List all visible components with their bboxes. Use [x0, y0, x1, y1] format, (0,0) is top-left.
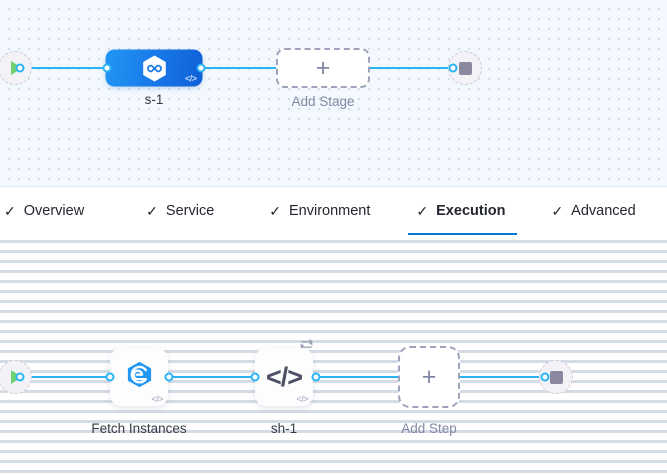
port-start-out[interactable] — [15, 63, 25, 73]
code-badge-icon: </> — [184, 73, 197, 84]
add-step-button[interactable]: + — [398, 346, 460, 408]
tab-service[interactable]: ✓ Service — [146, 187, 214, 236]
repeat-loop-icon — [298, 336, 315, 355]
edge-fetch-to-sh1 — [168, 376, 254, 378]
check-icon: ✓ — [146, 203, 158, 219]
tab-label: Service — [165, 203, 215, 219]
check-icon: ✓ — [416, 203, 429, 219]
edge-sh1-to-add-step — [315, 376, 399, 378]
tab-execution[interactable]: ✓ Execution — [408, 187, 518, 236]
plus-icon: + — [421, 362, 437, 391]
stop-icon — [549, 370, 563, 384]
step-node-box[interactable]: </> </> — [255, 348, 313, 406]
harness-hexagon-icon — [141, 54, 167, 82]
check-icon: ✓ — [269, 203, 281, 219]
execution-steps-canvas[interactable]: </> Fetch Instances </> </> sh-1 — [0, 235, 667, 475]
stage-pipeline-canvas[interactable]: </> s-1 + Add Stage — [0, 0, 667, 186]
code-badge-icon: </> — [296, 394, 308, 404]
tab-environment[interactable]: ✓ Environment — [269, 187, 370, 236]
port-stage-out[interactable] — [196, 63, 206, 73]
stage-node-label: s-1 — [144, 92, 164, 107]
edge-start-to-fetch — [18, 376, 111, 378]
stage-node-box[interactable]: </> — [105, 49, 203, 87]
port-stage-in[interactable] — [102, 63, 112, 73]
check-icon: ✓ — [4, 203, 16, 219]
stage-config-tabs[interactable]: ✓ Overview ✓ Service ✓ Environment ✓ Exe… — [0, 186, 667, 236]
step-node-box[interactable]: </> — [110, 348, 168, 406]
port-end-in[interactable] — [448, 63, 458, 73]
plus-icon: + — [315, 53, 331, 82]
port-steps-start-out[interactable] — [15, 372, 25, 382]
check-icon: ✓ — [551, 203, 564, 219]
port-sh1-out[interactable] — [311, 372, 321, 382]
stop-icon — [458, 61, 472, 75]
step-node-label: Fetch Instances — [91, 421, 187, 436]
tab-overview[interactable]: ✓ Overview — [4, 187, 84, 236]
edge-stage-to-add-stage — [200, 67, 278, 69]
edge-start-to-stage — [18, 67, 108, 69]
port-sh1-in[interactable] — [250, 372, 260, 382]
add-stage-label: Add Stage — [291, 94, 355, 109]
port-fetch-in[interactable] — [105, 372, 115, 382]
port-steps-end-in[interactable] — [540, 372, 550, 382]
edge-add-step-to-end — [460, 376, 553, 378]
add-stage-button[interactable]: + — [276, 48, 370, 88]
tab-label: Environment — [289, 203, 371, 219]
add-step-label: Add Step — [401, 421, 457, 436]
tab-advanced[interactable]: ✓ Advanced — [551, 187, 635, 236]
code-badge-icon: </> — [151, 394, 163, 404]
shell-hexagon-icon — [125, 360, 154, 394]
port-fetch-out[interactable] — [164, 372, 174, 382]
tab-label: Execution — [436, 203, 506, 219]
tab-label: Advanced — [571, 203, 636, 219]
edge-add-stage-to-end — [368, 67, 463, 69]
code-icon: </> — [265, 361, 303, 392]
tab-label: Overview — [23, 203, 85, 219]
step-node-label: sh-1 — [270, 421, 298, 436]
